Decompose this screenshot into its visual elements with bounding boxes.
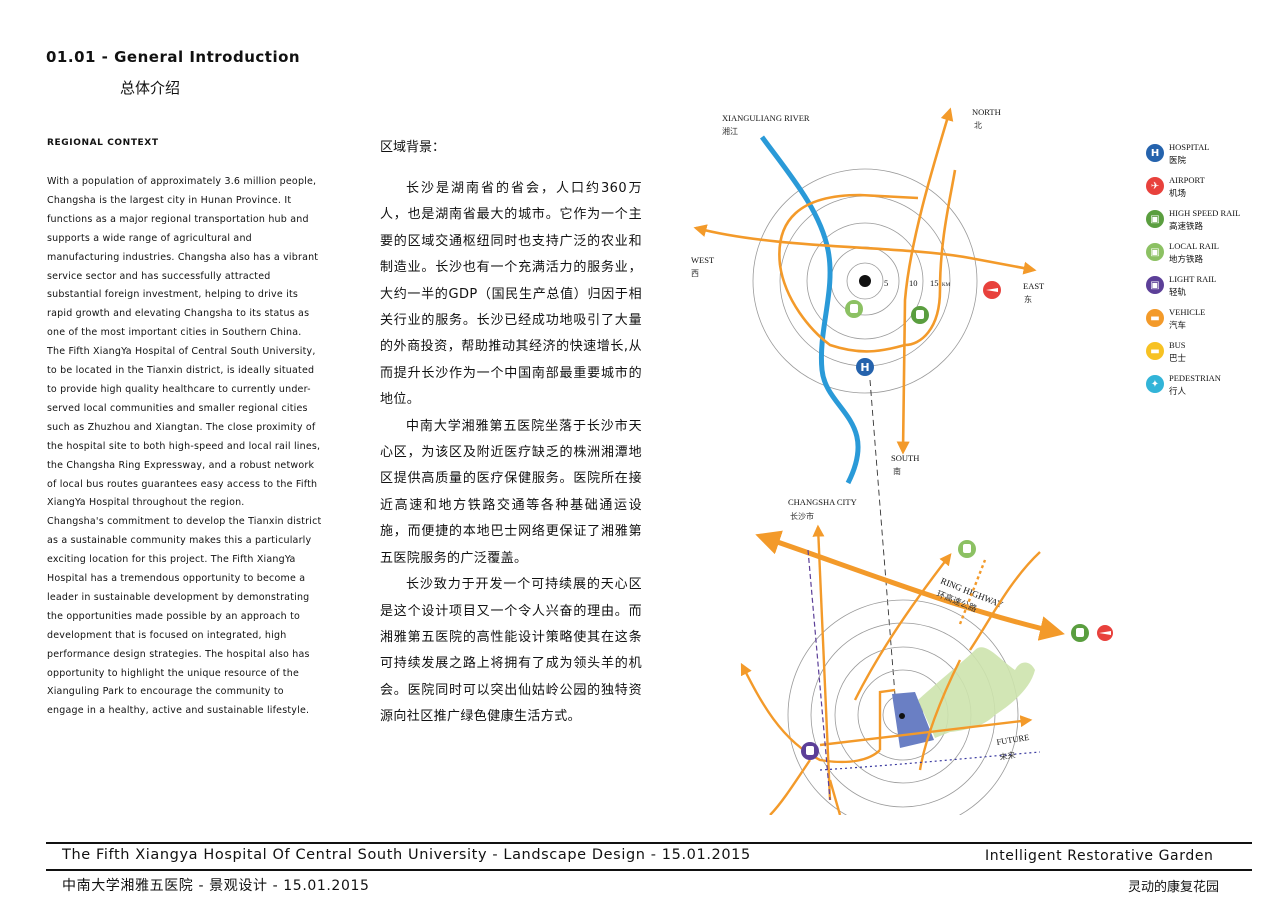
site-center-dot [899,713,905,719]
legend-label-zh: 轻轨 [1169,287,1187,297]
west-label-en: WEST [691,255,715,265]
footer-theme-zh: 灵动的康复花园 [1128,880,1220,895]
page-title-en: 01.01 - General Introduction [46,48,301,66]
footer-rule-middle [46,869,1252,871]
upper-roads [693,107,1037,455]
chinese-paragraph: 长沙是湖南省的省会，人口约360万人，也是湖南省最大的城市。它作为一个主要的区域… [380,181,642,408]
high-speed-rail-marker-upper [911,306,929,324]
legend-label-zh: 高速铁路 [1169,221,1204,231]
legend-label: BUS 巴士 [1169,339,1186,365]
legend-label-zh: 医院 [1169,155,1187,165]
xiangjiang-river [759,135,861,485]
ring-label-5: 5 [884,278,888,288]
legend-label-zh: 机场 [1169,188,1187,198]
legend-item: ▣ LIGHT RAIL 轻轨 [1146,273,1276,306]
light-rail-icon: ▣ [1146,276,1164,294]
zoom-connector-line [869,379,896,696]
legend-item: ▬ BUS 巴士 [1146,339,1276,372]
east-label-en: EAST [1023,281,1045,291]
ring-label-unit: KM [942,283,951,288]
legend-label-en: PEDESTRIAN [1169,373,1221,383]
east-label-zh: 东 [1024,294,1032,304]
legend-label: LOCAL RAIL 地方铁路 [1169,240,1219,266]
future-label-en: FUTURE [996,732,1030,747]
airplane-icon: ✈ [1146,177,1164,195]
legend-label-en: LIGHT RAIL [1169,274,1217,284]
legend-item: ▬ VEHICLE 汽车 [1146,306,1276,339]
legend-label-zh: 行人 [1169,386,1187,396]
footer-project-title-zh: 中南大学湘雅五医院 - 景观设计 - 15.01.2015 [62,878,370,894]
footer-theme-en: Intelligent Restorative Garden [985,848,1214,864]
english-paragraph: With a population of approximately 3.6 m… [47,176,319,339]
city-center-dot [859,275,871,287]
svg-text:H: H [860,361,869,374]
north-label-en: NORTH [972,107,1001,117]
legend-label: HIGH SPEED RAIL 高速铁路 [1169,207,1240,233]
local-rail-marker-lower [958,540,976,558]
legend-label-en: AIRPORT [1169,175,1205,185]
future-label-zh: 未来 [999,750,1016,762]
legend-item: H HOSPITAL 医院 [1146,141,1276,174]
page-title-zh: 总体介绍 [120,79,181,97]
legend-label-en: HOSPITAL [1169,142,1210,152]
lower-roads [740,524,1041,815]
english-paragraph: The Fifth XiangYa Hospital of Central So… [47,346,321,509]
footer-project-title-en: The Fifth Xiangya Hospital Of Central So… [62,847,751,863]
city-label-zh: 长沙市 [790,511,814,521]
vehicle-icon: ▬ [1146,309,1164,327]
river-label-en: XIANGULIANG RIVER [722,113,810,123]
airport-marker-upper [983,281,1001,299]
legend-label-zh: 巴士 [1169,353,1187,363]
legend-item: ▣ LOCAL RAIL 地方铁路 [1146,240,1276,273]
south-label-en: SOUTH [891,453,919,463]
ring-highway [755,530,1065,641]
north-label-zh: 北 [974,121,982,130]
regional-map: H XIANGULIANG RIVER 湘江 NORTH 北 WEST 西 EA… [691,107,1113,815]
river-label-zh: 湘江 [722,126,738,136]
light-rail-line [807,549,831,801]
legend-label-zh: 地方铁路 [1169,254,1204,264]
legend-item: ▣ HIGH SPEED RAIL 高速铁路 [1146,207,1276,240]
pedestrian-icon: ✦ [1146,375,1164,393]
local-rail-icon: ▣ [1146,243,1164,261]
chinese-paragraph: 中南大学湘雅第五医院坐落于长沙市天心区，为该区及附近医疗缺乏的株洲湘潭地区提供高… [380,418,642,566]
chinese-body-text: 长沙是湖南省的省会，人口约360万人，也是湖南省最大的城市。它作为一个主要的区域… [380,176,642,731]
bus-icon: ▬ [1146,342,1164,360]
legend-label: PEDESTRIAN 行人 [1169,372,1221,398]
legend-label: VEHICLE 汽车 [1169,306,1205,332]
legend-label: HOSPITAL 医院 [1169,141,1209,167]
section-label-zh: 区域背景： [380,140,446,155]
legend-label-en: HIGH SPEED RAIL [1169,208,1241,218]
legend-item: ✈ AIRPORT 机场 [1146,174,1276,207]
english-paragraph: Changsha's commitment to develop the Tia… [47,516,322,717]
legend-label-en: VEHICLE [1169,307,1206,317]
map-legend: H HOSPITAL 医院 ✈ AIRPORT 机场 ▣ HIGH SPEED RAIL 高速铁… [1146,141,1276,405]
legend-label: LIGHT RAIL 轻轨 [1169,273,1216,299]
footer-rule-top [46,842,1252,844]
legend-label-en: LOCAL RAIL [1169,241,1219,251]
legend-label-en: BUS [1169,340,1186,350]
legend-item: ✦ PEDESTRIAN 行人 [1146,372,1276,405]
section-label-en: REGIONAL CONTEXT [47,138,159,148]
english-body-text: With a population of approximately 3.6 m… [47,173,322,721]
light-rail-marker-lower [801,742,819,760]
hospital-icon: H [1146,144,1164,162]
city-label-en: CHANGSHA CITY [788,497,857,507]
hospital-marker: H [856,358,874,376]
airport-marker-lower [1097,625,1113,641]
high-speed-rail-icon: ▣ [1146,210,1164,228]
chinese-paragraph: 长沙致力于开发一个可持续展的天心区是这个设计项目又一个令人兴奋的理由。而湘雅第五… [380,577,642,725]
xianguling-park [918,647,1035,738]
legend-label-zh: 汽车 [1169,320,1187,330]
south-label-zh: 南 [893,466,901,476]
local-rail-marker-upper-left [845,300,863,318]
high-speed-rail-marker-lower [1071,624,1089,642]
ring-label-10: 10 [909,278,918,288]
legend-label: AIRPORT 机场 [1169,174,1205,200]
west-label-zh: 西 [691,269,699,278]
ring-label-15: 15 [930,278,939,288]
